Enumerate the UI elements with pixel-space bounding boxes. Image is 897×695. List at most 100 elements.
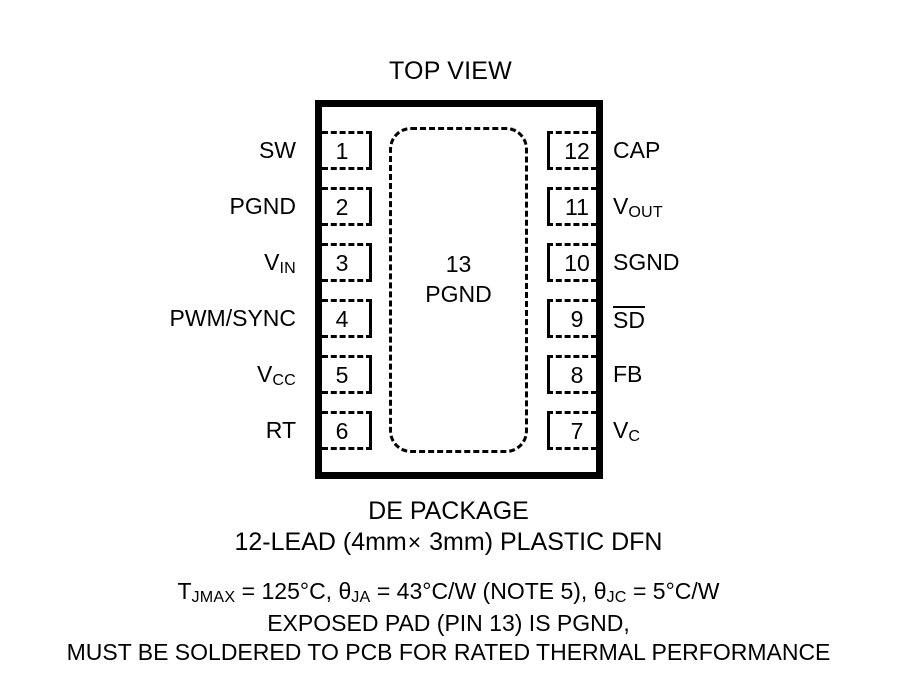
pin-number-3: 3 (335, 249, 349, 276)
pin-label-4: PWM/SYNC (169, 305, 297, 331)
pin-label-6: RT (265, 417, 296, 443)
exposed-pad-name: PGND (425, 281, 492, 307)
pin-box-inner-edge (547, 190, 550, 223)
pin-box-9[interactable]: 9 (547, 299, 597, 338)
pin-box-inner-edge (547, 302, 550, 335)
pin-box-top-edge (322, 411, 372, 414)
pin-box-bottom-edge (547, 391, 597, 394)
pin-number-5: 5 (335, 361, 349, 388)
exposed-pad-label-group: 13 PGND (389, 249, 528, 309)
pin-number-10: 10 (564, 249, 590, 276)
package-description-suffix: 3mm) PLASTIC DFN (429, 528, 663, 556)
pin-box-bottom-edge (547, 167, 597, 170)
pin-box-inner-edge (369, 190, 372, 223)
pin-box-top-edge (322, 131, 372, 134)
pin-box-top-edge (322, 299, 372, 302)
pin-number-4: 4 (335, 305, 349, 332)
pin-box-1[interactable]: 1 (322, 131, 372, 170)
pin-number-7: 7 (570, 417, 584, 444)
pin-box-bottom-edge (322, 167, 372, 170)
pin-box-inner-edge (369, 302, 372, 335)
pin-box-inner-edge (369, 414, 372, 447)
pin-number-8: 8 (570, 361, 584, 388)
pin-box-inner-edge (369, 246, 372, 279)
pin-box-11[interactable]: 11 (547, 187, 597, 226)
pin-box-bottom-edge (322, 335, 372, 338)
pin-box-top-edge (547, 355, 597, 358)
package-description-prefix: 12-LEAD (4mm (234, 528, 407, 556)
pin-label-subscript: C (628, 426, 641, 445)
pin-label-2: PGND (229, 193, 296, 219)
thermal-line-1: TJMAX = 125°C, θJA = 43°C/W (NOTE 5), θJ… (0, 577, 897, 609)
tjmax-symbol: T (177, 578, 192, 604)
package-description: 12-LEAD (4mm× 3mm) PLASTIC DFN (0, 527, 897, 558)
pin-box-bottom-edge (322, 447, 372, 450)
pin-label-1: SW (258, 137, 296, 163)
pin-label-overline: SD (613, 306, 645, 333)
pin-box-12[interactable]: 12 (547, 131, 597, 170)
pin-box-inner-edge (369, 134, 372, 167)
pin-box-2[interactable]: 2 (322, 187, 372, 226)
pin-box-top-edge (547, 243, 597, 246)
pin-label-subscript: IN (279, 258, 296, 277)
pin-box-5[interactable]: 5 (322, 355, 372, 394)
pin-box-6[interactable]: 6 (322, 411, 372, 450)
thermal-specifications: TJMAX = 125°C, θJA = 43°C/W (NOTE 5), θJ… (0, 577, 897, 667)
pin-number-11: 11 (565, 193, 589, 220)
theta-jc-value: = 5°C/W (626, 578, 720, 604)
pin-box-bottom-edge (322, 279, 372, 282)
pin-label-subscript: OUT (628, 202, 663, 221)
pin-box-bottom-edge (322, 223, 372, 226)
pin-label-10: SGND (613, 249, 680, 275)
pin-label-8: FB (613, 361, 643, 387)
pin-label-12: CAP (613, 137, 661, 163)
pin-label-11: VOUT (613, 193, 663, 221)
theta-jc-subscript: JC (606, 587, 627, 606)
pin-box-inner-edge (547, 134, 550, 167)
package-body-outline (315, 100, 603, 479)
pin-box-inner-edge (547, 246, 550, 279)
pin-box-8[interactable]: 8 (547, 355, 597, 394)
pin-box-inner-edge (547, 358, 550, 391)
tjmax-value: = 125°C, (235, 578, 339, 604)
pin-box-3[interactable]: 3 (322, 243, 372, 282)
pin-number-9: 9 (570, 305, 584, 332)
theta-ja-subscript: JA (351, 587, 371, 606)
pin-box-bottom-edge (547, 279, 597, 282)
pin-box-bottom-edge (322, 391, 372, 394)
pin-label-5: VCC (257, 361, 296, 389)
pin-box-4[interactable]: 4 (322, 299, 372, 338)
thermal-line-3: MUST BE SOLDERED TO PCB FOR RATED THERMA… (66, 639, 831, 665)
diagram-title: TOP VIEW (0, 57, 897, 85)
pin-box-top-edge (322, 355, 372, 358)
tjmax-subscript: JMAX (191, 587, 236, 606)
pin-box-top-edge (547, 299, 597, 302)
theta-jc-symbol: θ (593, 578, 607, 604)
pin-box-top-edge (322, 187, 372, 190)
diagram-title-text: TOP VIEW (389, 57, 512, 85)
package-caption: DE PACKAGE 12-LEAD (4mm× 3mm) PLASTIC DF… (0, 496, 897, 558)
theta-ja-symbol: θ (338, 578, 352, 604)
pin-label-7: VC (613, 417, 641, 445)
multiplication-sign-icon: × (407, 529, 422, 555)
pin-label-subscript: CC (272, 370, 296, 389)
pin-box-7[interactable]: 7 (547, 411, 597, 450)
thermal-line-2: EXPOSED PAD (PIN 13) IS PGND, (267, 610, 630, 636)
exposed-pad-number: 13 (445, 251, 472, 277)
pin-box-10[interactable]: 10 (547, 243, 597, 282)
pin-box-bottom-edge (547, 223, 597, 226)
pin-number-6: 6 (335, 417, 349, 444)
pin-number-1: 1 (335, 137, 349, 164)
package-name: DE PACKAGE (368, 497, 529, 525)
pin-label-3: VIN (264, 249, 296, 277)
exposed-pad-outline (389, 127, 528, 453)
pin-box-bottom-edge (547, 447, 597, 450)
pin-box-top-edge (547, 131, 597, 134)
pin-label-9: SD (613, 306, 645, 332)
pin-box-inner-edge (369, 358, 372, 391)
pin-box-top-edge (547, 187, 597, 190)
pin-box-bottom-edge (547, 335, 597, 338)
pin-box-inner-edge (547, 414, 550, 447)
pin-number-12: 12 (564, 137, 590, 164)
